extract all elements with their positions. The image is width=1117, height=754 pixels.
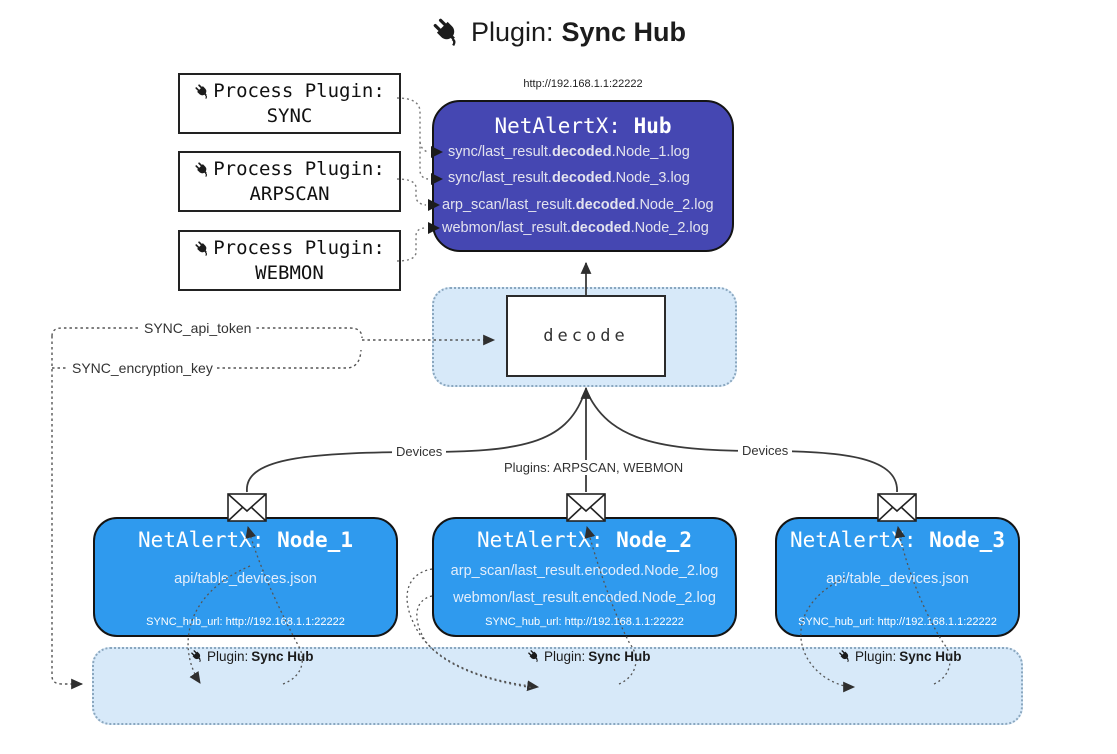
band-label-prefix: Plugin:	[855, 648, 897, 664]
band-plugin-label-1: Plugin: Sync Hub	[190, 648, 314, 664]
band-plugin-label-2: Plugin: Sync Hub	[527, 648, 651, 664]
process-plugin-label: Process Plugin:	[213, 157, 385, 180]
devices-label-right: Devices	[738, 443, 793, 458]
node-hub-url: SYNC_hub_url: http://192.168.1.1:22222	[485, 616, 684, 628]
row-post: .Node_2.log	[635, 197, 714, 213]
node-title-prefix: NetAlertX:	[790, 528, 930, 552]
hub-title-prefix: NetAlertX:	[494, 114, 634, 138]
plug-icon	[838, 649, 852, 663]
row-bold: decoded	[570, 220, 631, 236]
row-post: .Node_2.log	[630, 220, 709, 236]
process-plugin-webmon: Process Plugin: WEBMON	[178, 230, 401, 291]
hub-log-row-4: webmon/last_result.decoded.Node_2.log	[442, 220, 730, 236]
decode-label: decode	[543, 326, 629, 346]
process-plugin-arpscan: Process Plugin: ARPSCAN	[178, 151, 401, 212]
devices-curve-left	[246, 393, 585, 493]
node-title: NetAlertX: Node_1	[95, 528, 396, 552]
node-title-name: Node_2	[616, 528, 692, 552]
band-label-name: Sync Hub	[899, 648, 962, 664]
plug-icon	[194, 161, 211, 178]
row-post: .Node_3.log	[611, 170, 690, 186]
node-file-line: api/table_devices.json	[826, 571, 969, 587]
hub-log-row-2: sync/last_result.decoded.Node_3.log	[448, 170, 736, 186]
row-bold: decoded	[575, 197, 636, 213]
process-plugin-name: ARPSCAN	[249, 182, 330, 205]
plug-icon	[194, 240, 211, 257]
devices-label-left: Devices	[392, 444, 447, 459]
band-label-name: Sync Hub	[588, 648, 651, 664]
plugins-label: Plugins: ARPSCAN, WEBMON	[500, 460, 688, 475]
process-plugin-label: Process Plugin:	[213, 236, 385, 259]
row-pre: webmon/last_result.	[442, 220, 571, 236]
node-file-line: webmon/last_result.encoded.Node_2.log	[453, 590, 716, 606]
hub-url-label: http://192.168.1.1:22222	[523, 78, 643, 90]
plug-icon	[190, 649, 204, 663]
row-bold: decoded	[551, 170, 612, 186]
row-bold: decoded	[551, 144, 612, 160]
node-title-prefix: NetAlertX:	[138, 528, 278, 552]
plug-icon	[527, 649, 541, 663]
node-title-name: Node_1	[277, 528, 353, 552]
hub-log-row-1: sync/last_result.decoded.Node_1.log	[448, 144, 736, 160]
node-file-line: api/table_devices.json	[174, 571, 317, 587]
plug-icon	[194, 83, 211, 100]
node-1: NetAlertX: Node_1 api/table_devices.json…	[93, 517, 398, 637]
band-label-prefix: Plugin:	[207, 648, 249, 664]
title-prefix: Plugin:	[470, 16, 554, 47]
node-hub-url: SYNC_hub_url: http://192.168.1.1:22222	[146, 616, 345, 628]
node-file-line: arp_scan/last_result.encoded.Node_2.log	[450, 563, 719, 579]
node-title: NetAlertX: Node_2	[434, 528, 735, 552]
plugin-to-hub-connectors	[396, 97, 429, 262]
process-plugin-label: Process Plugin:	[213, 79, 385, 102]
process-plugin-sync: Process Plugin: SYNC	[178, 73, 401, 134]
process-plugin-name: SYNC	[266, 104, 313, 127]
row-pre: arp_scan/last_result.	[442, 197, 576, 213]
node-title: NetAlertX: Node_3	[777, 528, 1018, 552]
band-plugin-label-3: Plugin: Sync Hub	[838, 648, 962, 664]
node-title-name: Node_3	[929, 528, 1005, 552]
band-label-prefix: Plugin:	[544, 648, 586, 664]
hub-title-name: Hub	[633, 114, 672, 138]
row-pre: sync/last_result.	[448, 170, 552, 186]
decode-box: decode	[506, 295, 666, 377]
hub-title: NetAlertX: Hub	[434, 114, 732, 138]
node-2: NetAlertX: Node_2 arp_scan/last_result.e…	[432, 517, 737, 637]
hub-node: NetAlertX: Hub sync/last_result.decoded.…	[432, 100, 734, 252]
title-name: Sync Hub	[561, 16, 687, 47]
row-post: .Node_1.log	[611, 144, 690, 160]
plug-icon	[431, 16, 463, 48]
row-pre: sync/last_result.	[448, 144, 552, 160]
hub-log-row-3: arp_scan/last_result.decoded.Node_2.log	[442, 197, 730, 213]
sync-encryption-key-label: SYNC_encryption_key	[68, 360, 217, 376]
band-label-name: Sync Hub	[251, 648, 314, 664]
page-title: Plugin: Sync Hub	[0, 16, 1117, 48]
node-title-prefix: NetAlertX:	[477, 528, 617, 552]
sync-api-token-label: SYNC_api_token	[140, 320, 256, 336]
process-plugin-name: WEBMON	[255, 261, 324, 284]
node-3: NetAlertX: Node_3 api/table_devices.json…	[775, 517, 1020, 637]
node-hub-url: SYNC_hub_url: http://192.168.1.1:22222	[798, 616, 997, 628]
